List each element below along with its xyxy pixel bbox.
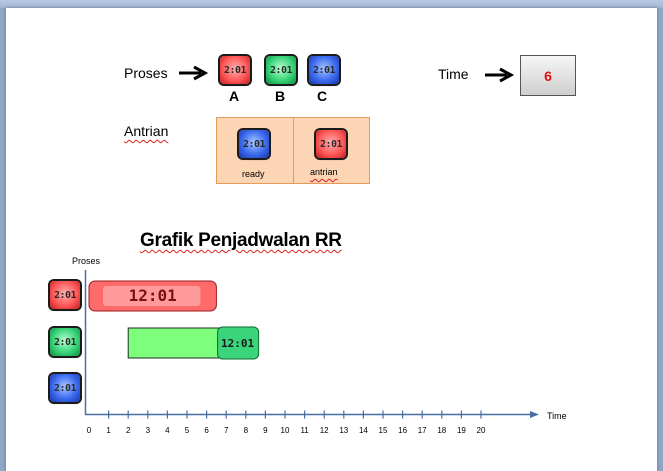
- process-a-clock-icon: 2:01: [220, 56, 250, 84]
- x-tick-label: 20: [476, 426, 486, 435]
- window-background: [0, 0, 663, 8]
- arrow-right-icon: [179, 65, 209, 81]
- x-tick-label: 18: [437, 426, 447, 435]
- ready-label: ready: [242, 169, 265, 179]
- x-tick-label: 6: [204, 426, 209, 435]
- queue-box: 2:01 ready 2:01 antrian: [216, 117, 370, 184]
- row-b-clock-icon: 2:01: [50, 328, 80, 356]
- x-tick-label: 2: [125, 426, 131, 435]
- process-c-clock-icon: 2:01: [309, 56, 339, 84]
- ready-clock-icon: 2:01: [239, 130, 269, 158]
- antrian-clock-icon: 2:01: [316, 130, 346, 158]
- process-b-label: B: [275, 88, 286, 104]
- row-c-clock-icon: 2:01: [50, 374, 80, 402]
- process-b-clock-icon: 2:01: [266, 56, 296, 84]
- x-tick-label: 7: [223, 426, 229, 435]
- x-tick-label: 19: [456, 426, 466, 435]
- x-tick-label: 17: [417, 426, 427, 435]
- queue-divider: [293, 118, 294, 183]
- gantt-chart: 12:01 12:01: [84, 270, 539, 419]
- gantt-bar-b-clock-icon: [217, 326, 260, 360]
- chart-title: Grafik Penjadwalan RR: [140, 230, 342, 251]
- row-a-clock-icon: 2:01: [50, 281, 80, 309]
- x-tick-label: 12: [319, 426, 329, 435]
- x-tick-label: 13: [339, 426, 349, 435]
- x-tick-label: 9: [263, 426, 268, 435]
- x-tick-label: 4: [165, 426, 170, 435]
- gantt-bar-b-clock-text: 12:01: [221, 337, 254, 350]
- time-value-box: 6: [520, 55, 576, 96]
- antrian-label: Antrian: [124, 123, 169, 139]
- y-axis-label: Proses: [72, 256, 101, 266]
- time-label: Time: [438, 66, 469, 82]
- x-axis-label: Time: [547, 411, 567, 421]
- x-tick-label: 1: [106, 426, 111, 435]
- antrian-slot-label: antrian: [310, 167, 338, 177]
- x-tick-label: 10: [280, 426, 290, 435]
- slide-page: Proses 2:01 2:01 2:01 A B C Time 6 Antri…: [6, 8, 657, 471]
- x-tick-label: 3: [145, 426, 151, 435]
- x-tick-label: 15: [378, 426, 388, 435]
- process-a-label: A: [229, 88, 240, 104]
- x-tick-label: 14: [358, 426, 368, 435]
- gantt-bar-b: [127, 327, 225, 359]
- process-c-label: C: [317, 88, 328, 104]
- x-tick-label: 8: [243, 426, 249, 435]
- x-tick-label: 5: [184, 426, 190, 435]
- x-axis-arrow-icon: [530, 411, 539, 418]
- gantt-bar-a-display: [103, 286, 201, 306]
- gantt-bar-a-clock-text: 12:01: [129, 286, 177, 305]
- x-tick-label: 16: [398, 426, 408, 435]
- x-tick-label: 0: [86, 426, 92, 435]
- proses-label: Proses: [124, 65, 168, 81]
- arrow-right-icon: [485, 67, 515, 83]
- x-tick-label: 11: [300, 426, 309, 435]
